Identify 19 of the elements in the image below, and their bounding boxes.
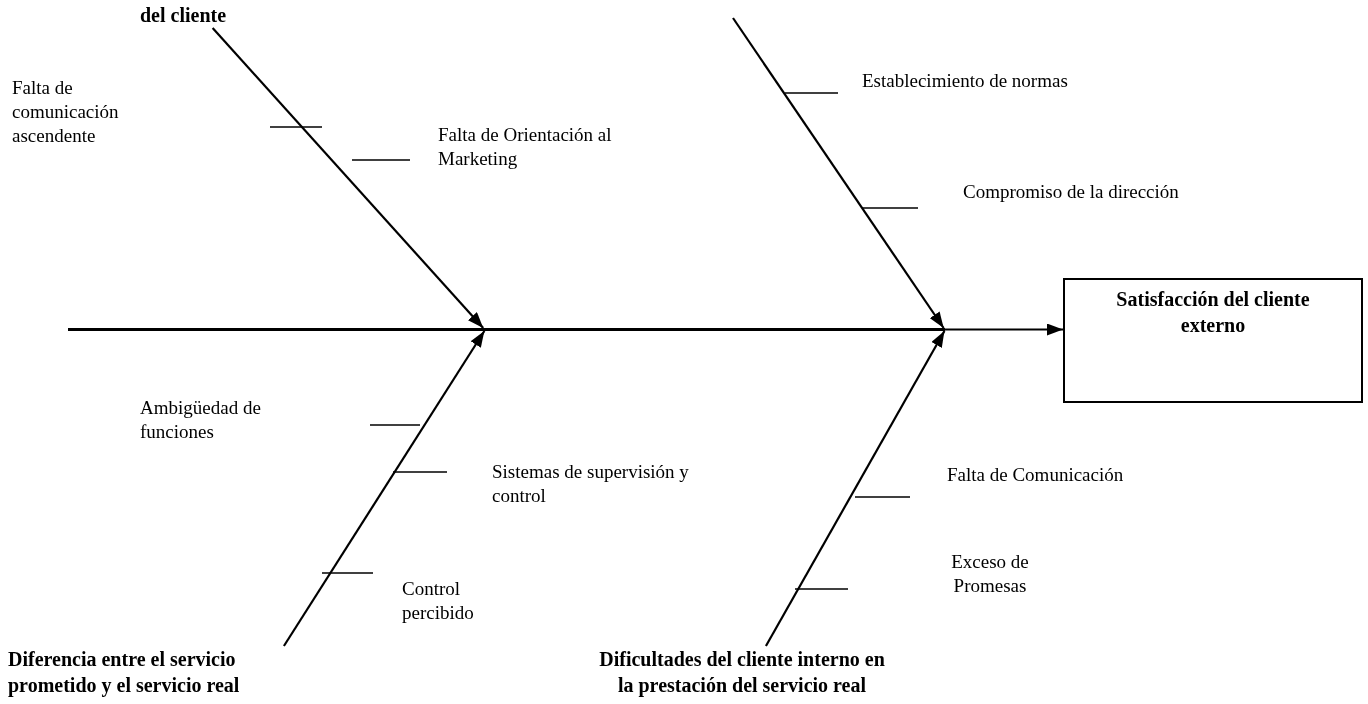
cause-label: Falta de Comunicación — [947, 463, 1125, 487]
category-label: del cliente — [140, 2, 240, 28]
cause-label: Establecimiento de normas — [862, 69, 1069, 93]
arrow — [945, 323, 1063, 336]
arrow — [283, 330, 486, 647]
cause-label: Sistemas de supervisión y control — [492, 460, 690, 508]
arrow — [211, 27, 484, 329]
category-label: Diferencia entre el servicio prometido y el servicio real — [8, 646, 293, 702]
cause-label: Compromiso de la dirección — [963, 180, 1180, 204]
cause-label: Ambigüedad de funciones — [140, 396, 262, 444]
category-label: Dificultades del cliente interno en la prestación del servicio real — [596, 646, 888, 702]
cause-label: Falta de Orientación al Marketing — [438, 123, 613, 171]
cause-label: Exceso de Promesas — [950, 550, 1030, 598]
arrow — [732, 17, 945, 329]
arrow — [764, 330, 946, 647]
cause-label: Control percibido — [402, 577, 475, 625]
spine-line — [68, 328, 945, 331]
effect-box: Satisfacción del cliente externo — [1063, 278, 1363, 403]
cause-label: Falta de comunicación ascendente — [12, 76, 120, 148]
